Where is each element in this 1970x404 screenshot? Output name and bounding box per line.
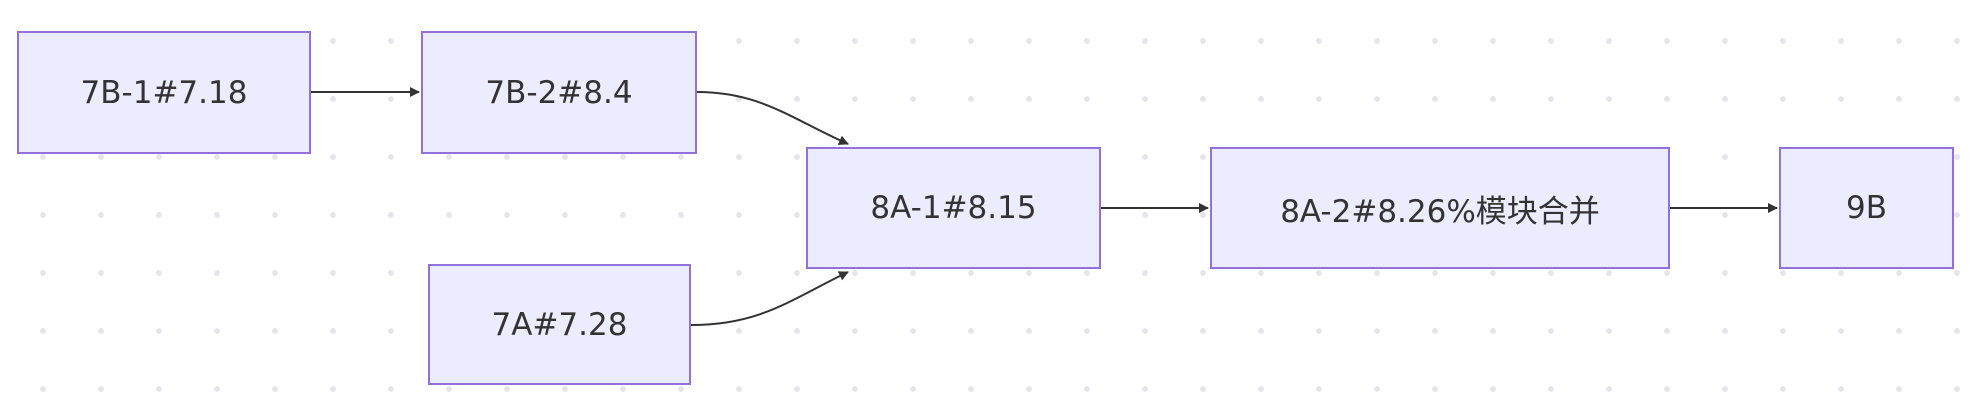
edge-7a-to-8a1: [690, 271, 849, 326]
node-label: 7B-1#7.18: [80, 74, 248, 111]
edge-7b2-to-8a1: [696, 91, 849, 145]
node-label: 7B-2#8.4: [485, 74, 633, 111]
node-label: 9B: [1846, 190, 1887, 226]
node-9b: 9B: [1779, 147, 1954, 269]
node-8a-1: 8A-1#8.15: [806, 147, 1101, 269]
node-label: 7A#7.28: [491, 306, 628, 343]
node-8a-2: 8A-2#8.26%模块合并: [1210, 147, 1670, 269]
node-label: 8A-2#8.26%模块合并: [1280, 193, 1600, 230]
node-7b-2: 7B-2#8.4: [421, 31, 697, 154]
node-label: 8A-1#8.15: [870, 190, 1037, 226]
node-7b-1: 7B-1#7.18: [17, 31, 311, 154]
node-7a: 7A#7.28: [428, 264, 691, 385]
